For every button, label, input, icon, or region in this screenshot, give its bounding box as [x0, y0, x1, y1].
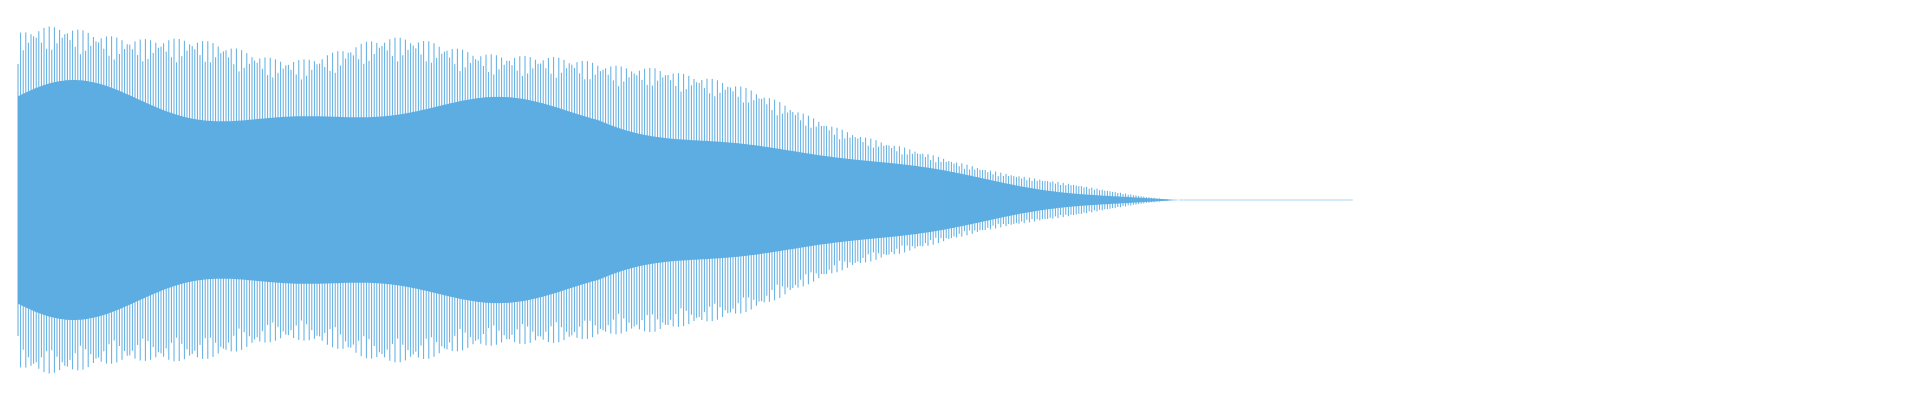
waveform-body — [18, 80, 1179, 320]
waveform-lines — [17, 26, 1353, 374]
